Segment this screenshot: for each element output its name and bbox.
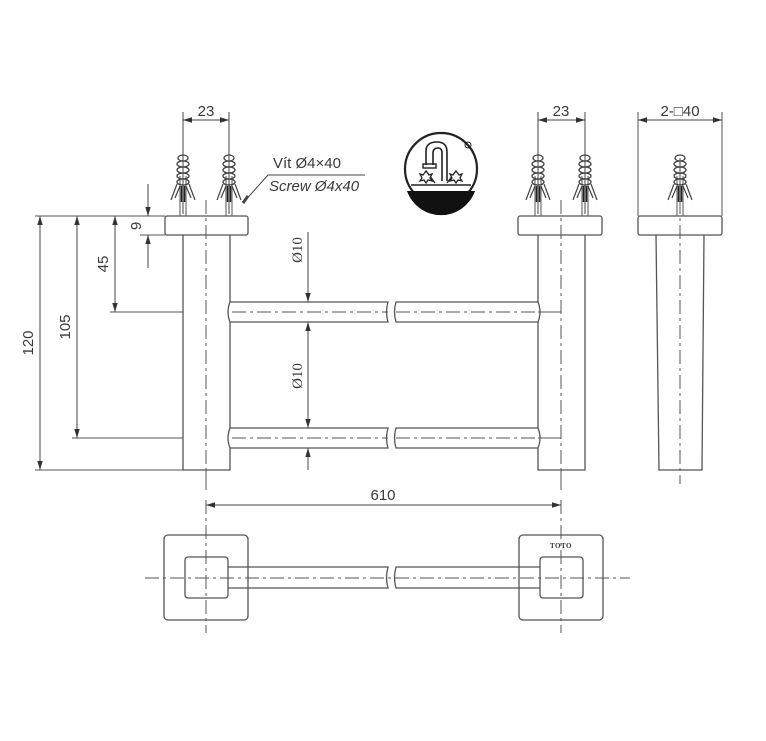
dim-flange-thickness: 9 — [128, 222, 145, 230]
dim-base-size: 2-□40 — [660, 103, 699, 120]
screw-note-vietnamese: Vít Ø4×40 — [273, 155, 341, 172]
dim-lower-bar-diameter: Ø10 — [290, 363, 306, 389]
dim-screw-spacing-left: 23 — [198, 103, 215, 120]
screw-note-english: Screw Ø4x40 — [269, 178, 360, 195]
lower-bar — [72, 427, 561, 449]
dim-upper-bar-offset: 45 — [95, 256, 112, 273]
brand-logo: TOTO — [550, 542, 572, 550]
dim-lower-bar-offset: 105 — [57, 314, 74, 339]
dim-total-height: 120 — [20, 330, 37, 355]
dim-center-distance: 610 — [370, 487, 395, 504]
dimension-lines — [37, 112, 586, 470]
upper-bar — [110, 301, 561, 323]
top-view — [145, 470, 630, 633]
side-view — [637, 112, 723, 484]
dim-screw-spacing-right: 23 — [553, 103, 570, 120]
front-view — [35, 200, 603, 485]
left-bracket — [164, 200, 249, 485]
dim-upper-bar-diameter: Ø10 — [290, 237, 306, 263]
water-faucet-symbol-icon — [403, 131, 479, 216]
